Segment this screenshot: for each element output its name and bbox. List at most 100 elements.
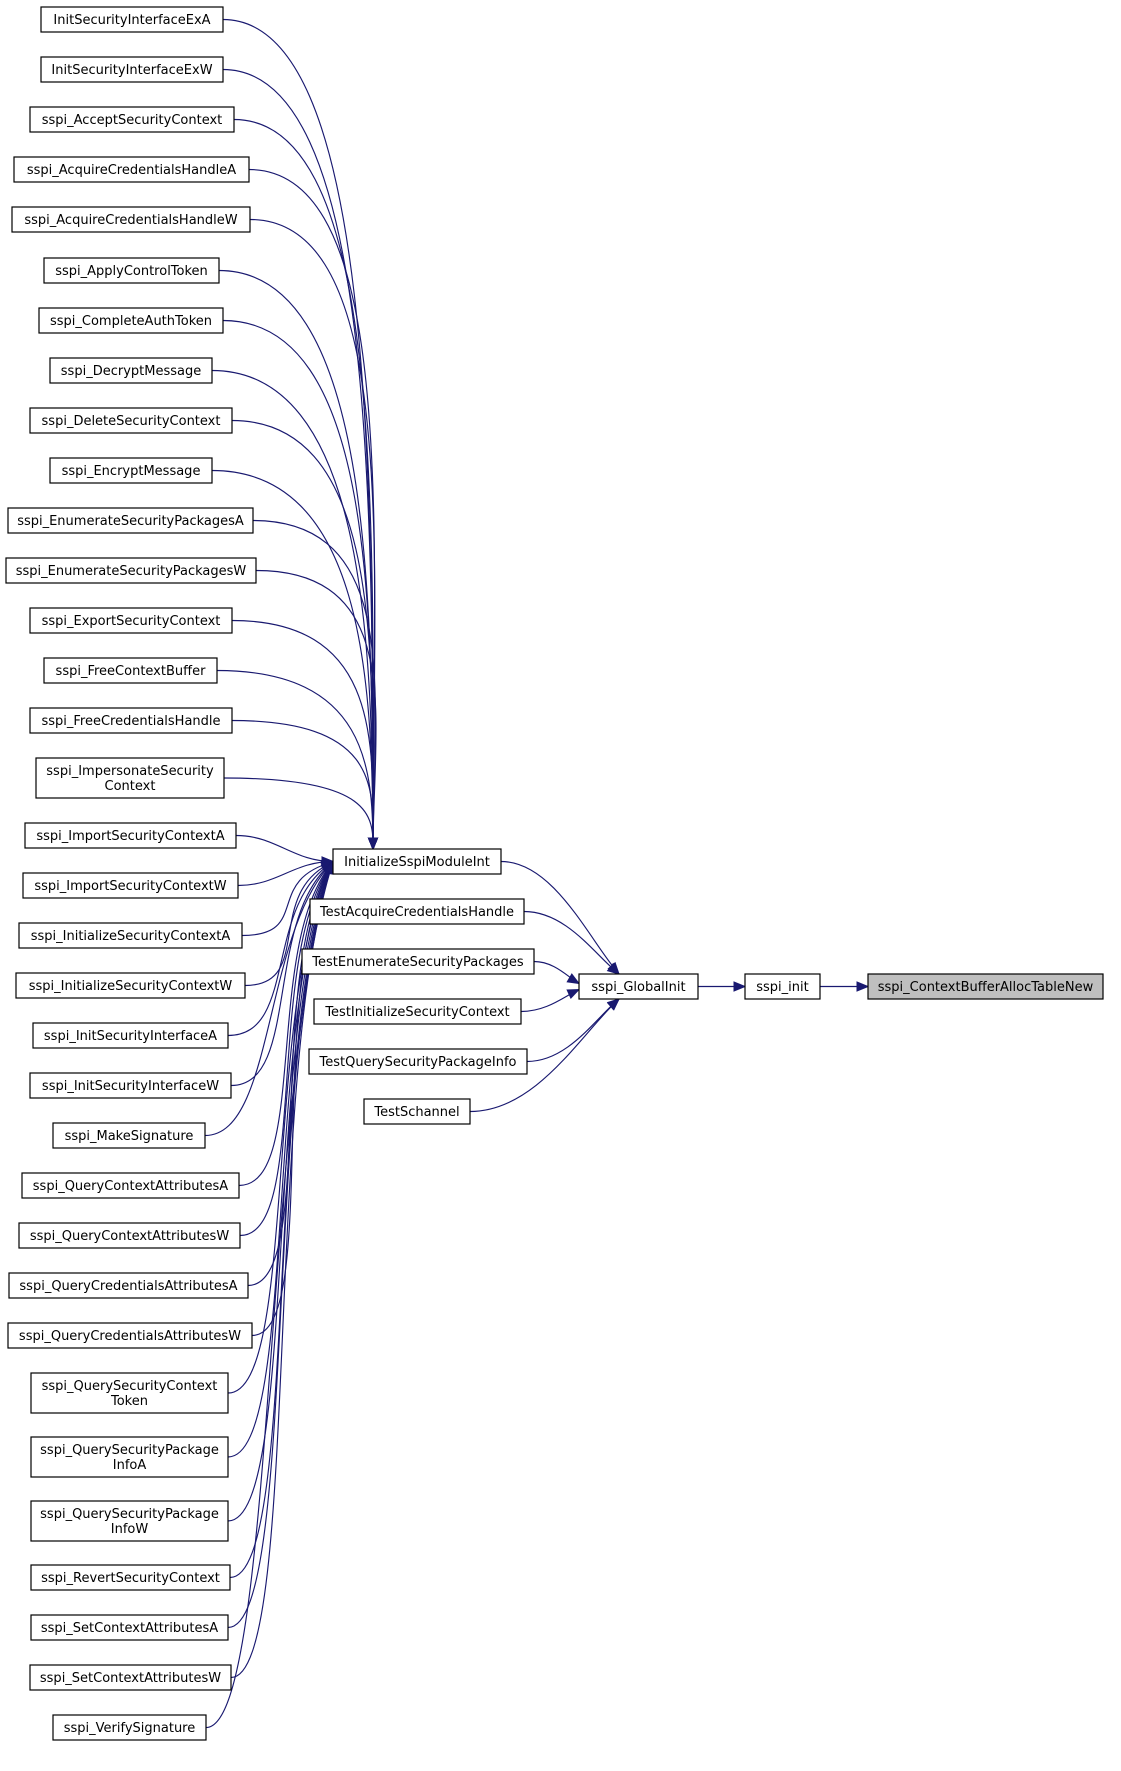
- node-TestInitializeSecurityContext[interactable]: TestInitializeSecurityContext: [313, 998, 522, 1025]
- node-box: [18, 1222, 241, 1249]
- node-sspi_ExportSecurityContext[interactable]: sspi_ExportSecurityContext: [29, 607, 233, 634]
- node-sspi_SetContextAttributesW[interactable]: sspi_SetContextAttributesW: [29, 1664, 232, 1691]
- edge-line: [230, 861, 334, 1087]
- edge-sspi_ImportSecurityContextW-to-InitializeSspiModuleInt: [237, 856, 335, 887]
- node-box: [578, 973, 699, 1000]
- node-TestAcquireCredentialsHandle[interactable]: TestAcquireCredentialsHandle: [309, 898, 525, 925]
- nodes-layer: InitSecurityInterfaceExA InitSecurityInte…: [5, 6, 1104, 1741]
- node-sspi_QueryCredentialsAttributesA[interactable]: sspi_QueryCredentialsAttributesA: [8, 1272, 249, 1299]
- node-box: [309, 898, 525, 925]
- node-label: sspi_ExportSecurityContext: [42, 614, 221, 629]
- node-label: Token: [110, 1394, 148, 1409]
- node-box: [18, 922, 243, 949]
- node-sspi_RevertSecurityContext[interactable]: sspi_RevertSecurityContext: [30, 1564, 231, 1591]
- node-label: sspi_InitSecurityInterfaceA: [44, 1029, 217, 1044]
- node-sspi_EnumerateSecurityPackagesW[interactable]: sspi_EnumerateSecurityPackagesW: [5, 557, 257, 584]
- edge-line: [235, 834, 334, 863]
- node-TestQuerySecurityPackageInfo[interactable]: TestQuerySecurityPackageInfo: [308, 1048, 528, 1075]
- node-box: [8, 1272, 249, 1299]
- node-sspi_GlobalInit[interactable]: sspi_GlobalInit: [578, 973, 699, 1000]
- node-sspi_AcceptSecurityContext[interactable]: sspi_AcceptSecurityContext: [29, 106, 235, 133]
- edge-TestSchannel-to-sspi_GlobalInit: [469, 998, 620, 1113]
- node-TestSchannel[interactable]: TestSchannel: [363, 1098, 471, 1125]
- node-InitSecurityInterfaceExW[interactable]: InitSecurityInterfaceExW: [40, 56, 224, 83]
- node-sspi_AcquireCredentialsHandleW[interactable]: sspi_AcquireCredentialsHandleW: [11, 206, 251, 233]
- edge-line: [233, 118, 374, 850]
- node-box: [24, 822, 237, 849]
- node-sspi_MakeSignature[interactable]: sspi_MakeSignature: [52, 1122, 206, 1149]
- node-box: [332, 848, 502, 875]
- node-box: [30, 1436, 229, 1478]
- edge-line: [255, 569, 377, 850]
- node-label: sspi_FreeContextBuffer: [56, 664, 207, 679]
- edge-line: [216, 669, 374, 850]
- node-label: TestAcquireCredentialsHandle: [319, 905, 514, 920]
- node-sspi_InitSecurityInterfaceW[interactable]: sspi_InitSecurityInterfaceW: [29, 1072, 232, 1099]
- edge-sspi_init-to-sspi_ContextBufferAllocTableNew: [820, 981, 870, 992]
- node-sspi_EnumerateSecurityPackagesA[interactable]: sspi_EnumerateSecurityPackagesA: [7, 507, 254, 534]
- node-sspi_ImportSecurityContextA[interactable]: sspi_ImportSecurityContextA: [24, 822, 237, 849]
- node-sspi_DecryptMessage[interactable]: sspi_DecryptMessage: [49, 357, 213, 384]
- node-sspi_VerifySignature[interactable]: sspi_VerifySignature: [52, 1714, 207, 1741]
- node-label: sspi_FreeCredentialsHandle: [41, 714, 220, 729]
- node-box: [32, 1022, 229, 1049]
- edge-line: [223, 777, 374, 850]
- node-box: [43, 257, 220, 284]
- edge-InitSecurityInterfaceExA-to-InitializeSspiModuleInt: [222, 18, 379, 851]
- node-InitSecurityInterfaceExA[interactable]: InitSecurityInterfaceExA: [40, 6, 224, 33]
- node-label: TestSchannel: [373, 1105, 459, 1120]
- node-sspi_AcquireCredentialsHandleA[interactable]: sspi_AcquireCredentialsHandleA: [13, 156, 250, 183]
- node-sspi_QueryContextAttributesW[interactable]: sspi_QueryContextAttributesW: [18, 1222, 241, 1249]
- edge-line: [211, 369, 374, 850]
- node-sspi_CompleteAuthToken[interactable]: sspi_CompleteAuthToken: [38, 307, 224, 334]
- node-label: InitSecurityInterfaceExW: [51, 63, 212, 78]
- node-box: [29, 1664, 232, 1691]
- node-sspi_ContextBufferAllocTableNew[interactable]: sspi_ContextBufferAllocTableNew: [867, 973, 1104, 1000]
- edge-arrowhead: [606, 998, 620, 1011]
- node-box: [40, 56, 224, 83]
- node-TestEnumerateSecurityPackages[interactable]: TestEnumerateSecurityPackages: [301, 948, 535, 975]
- node-label: sspi_DecryptMessage: [61, 364, 201, 379]
- node-sspi_InitSecurityInterfaceA[interactable]: sspi_InitSecurityInterfaceA: [32, 1022, 229, 1049]
- node-box: [30, 1564, 231, 1591]
- node-sspi_DeleteSecurityContext[interactable]: sspi_DeleteSecurityContext: [29, 407, 233, 434]
- node-sspi_InitializeSecurityContextA[interactable]: sspi_InitializeSecurityContextA: [18, 922, 243, 949]
- node-sspi_InitializeSecurityContextW[interactable]: sspi_InitializeSecurityContextW: [15, 972, 246, 999]
- node-label: sspi_SetContextAttributesW: [40, 1671, 221, 1686]
- edge-sspi_ExportSecurityContext-to-InitializeSspiModuleInt: [231, 619, 379, 851]
- edge-line: [205, 861, 334, 1729]
- node-box: [29, 707, 233, 734]
- edge-line: [231, 719, 374, 850]
- node-sspi_EncryptMessage[interactable]: sspi_EncryptMessage: [49, 457, 213, 484]
- node-label: sspi_InitSecurityInterfaceW: [42, 1079, 219, 1094]
- node-label: TestQuerySecurityPackageInfo: [319, 1055, 517, 1070]
- node-box: [30, 1372, 229, 1414]
- node-sspi_SetContextAttributesA[interactable]: sspi_SetContextAttributesA: [30, 1614, 229, 1641]
- node-box: [35, 757, 225, 799]
- node-InitializeSspiModuleInt[interactable]: InitializeSspiModuleInt: [332, 848, 502, 875]
- node-sspi_QueryContextAttributesA[interactable]: sspi_QueryContextAttributesA: [21, 1172, 240, 1199]
- node-label: sspi_QueryContextAttributesW: [30, 1229, 230, 1244]
- node-label: TestEnumerateSecurityPackages: [311, 955, 524, 970]
- node-sspi_FreeCredentialsHandle[interactable]: sspi_FreeCredentialsHandle: [29, 707, 233, 734]
- node-label: sspi_EnumerateSecurityPackagesW: [16, 564, 247, 579]
- node-sspi_ApplyControlToken[interactable]: sspi_ApplyControlToken: [43, 257, 220, 284]
- node-label: sspi_ImportSecurityContextA: [36, 829, 224, 844]
- node-box: [30, 1614, 229, 1641]
- node-sspi_FreeContextBuffer[interactable]: sspi_FreeContextBuffer: [43, 657, 218, 684]
- node-sspi_init[interactable]: sspi_init: [744, 973, 821, 1000]
- edge-TestAcquireCredentialsHandle-to-sspi_GlobalInit: [523, 910, 621, 975]
- node-box: [744, 973, 821, 1000]
- node-sspi_QueryCredentialsAttributesW[interactable]: sspi_QueryCredentialsAttributesW: [7, 1322, 253, 1349]
- edge-sspi_AcquireCredentialsHandleA-to-InitializeSspiModuleInt: [248, 168, 379, 851]
- edge-line: [244, 861, 334, 987]
- edge-arrowhead: [856, 981, 870, 992]
- node-box: [22, 872, 239, 899]
- node-sspi_ImportSecurityContextW[interactable]: sspi_ImportSecurityContextW: [22, 872, 239, 899]
- node-label: sspi_QuerySecurityPackage: [40, 1507, 219, 1522]
- node-box: [363, 1098, 471, 1125]
